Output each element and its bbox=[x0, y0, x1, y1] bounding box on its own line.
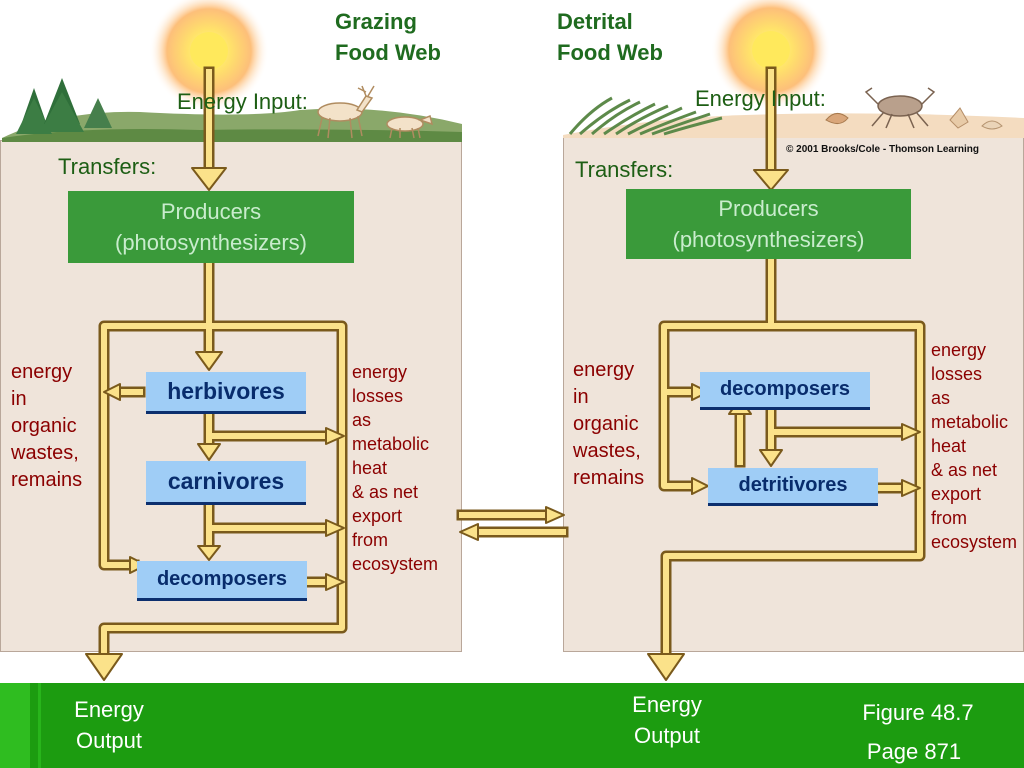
transfers-label: Transfers: bbox=[575, 157, 674, 182]
energy-input-label: Energy Input: bbox=[695, 86, 826, 111]
organic-wastes-label: energy in organic wastes, remains bbox=[11, 361, 83, 491]
footer-stripe bbox=[38, 683, 41, 768]
producers-box: Producers (photosynthesizers) bbox=[626, 189, 911, 259]
shell-icon bbox=[825, 107, 1003, 130]
energy-losses-label: energy losses as metabolic heat & as net… bbox=[931, 340, 1018, 552]
deer-icon bbox=[317, 85, 434, 139]
arrows bbox=[98, 66, 926, 661]
sun-icon bbox=[149, 0, 269, 111]
footer-stripe bbox=[0, 683, 30, 768]
sun-icon bbox=[711, 0, 831, 110]
figure-number: Figure 48.7 bbox=[862, 700, 974, 725]
producers-box: Producers (photosynthesizers) bbox=[68, 191, 354, 263]
decomposers-box: decomposers bbox=[700, 372, 870, 410]
energy-output-left: Energy Output bbox=[74, 697, 144, 753]
energy-losses-label: energy losses as metabolic heat & as net… bbox=[352, 362, 439, 574]
footer-bar bbox=[0, 683, 1024, 768]
detrital-food-web-heading: Detrital Food Web bbox=[557, 9, 663, 65]
detritivores-box: detritivores bbox=[708, 468, 878, 506]
organic-wastes-label: energy in organic wastes, remains bbox=[573, 359, 645, 489]
carnivores-box: carnivores bbox=[146, 461, 306, 505]
page-number: Page 871 bbox=[866, 739, 962, 764]
transfers-label: Transfers: bbox=[58, 154, 157, 179]
grazing-food-web-heading: Grazing Food Web bbox=[335, 9, 441, 65]
grass-icon bbox=[568, 96, 723, 136]
herbivores-box: herbivores bbox=[146, 372, 306, 414]
energy-input-label: Energy Input: bbox=[177, 89, 308, 114]
tree-icon bbox=[16, 78, 112, 134]
crab-icon bbox=[864, 87, 936, 129]
decomposers-box: decomposers bbox=[137, 561, 307, 601]
energy-output-right: Energy Output bbox=[632, 692, 702, 748]
arrow-heads bbox=[85, 167, 921, 681]
copyright-text: © 2001 Brooks/Cole - Thomson Learning bbox=[786, 144, 979, 155]
